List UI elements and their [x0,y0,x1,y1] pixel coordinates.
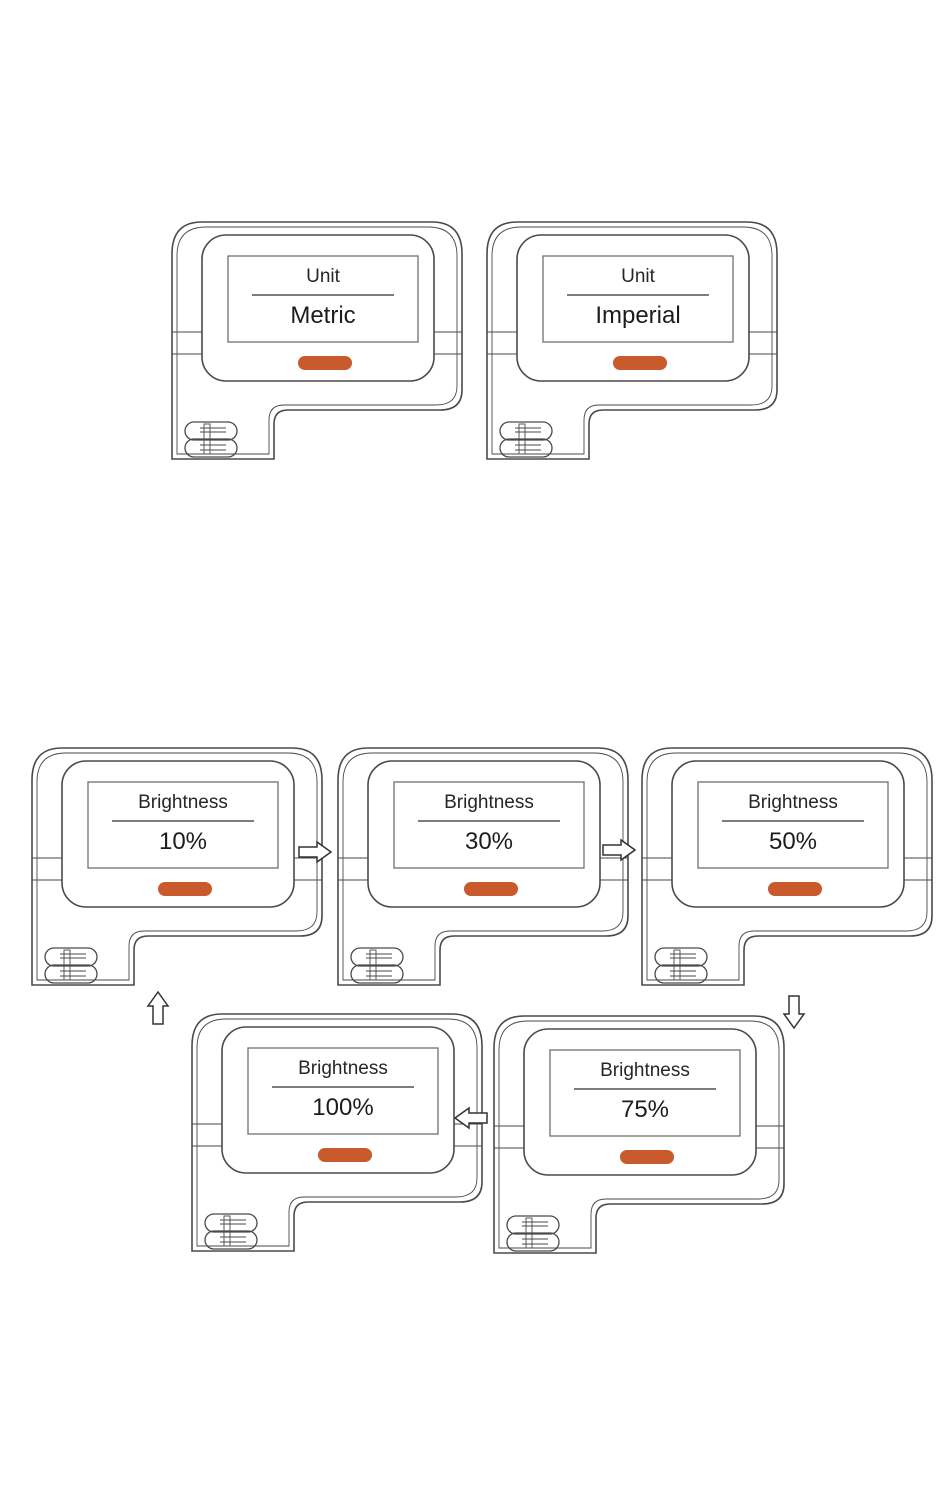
brand-button [318,1148,372,1162]
brightness-display-0: Brightness 10% [30,744,326,989]
title-divider [722,820,864,822]
setting-title: Brightness [698,792,888,814]
title-divider [418,820,560,822]
brightness-display-3: Brightness 75% [492,1012,788,1257]
setting-value: Metric [228,302,418,330]
brand-button [768,882,822,896]
right-arrow-icon [297,840,333,864]
display-screen: Brightness 100% [248,1048,438,1134]
display-screen: Brightness 75% [550,1050,740,1136]
setting-title: Brightness [550,1060,740,1082]
title-divider [272,1086,414,1088]
setting-value: Imperial [543,302,733,330]
brightness-display-4: Brightness 100% [190,1010,486,1255]
setting-title: Unit [543,266,733,288]
display-screen: Brightness 50% [698,782,888,868]
brightness-display-2: Brightness 50% [640,744,936,989]
title-divider [574,1088,716,1090]
brand-button [298,356,352,370]
display-screen: Unit Metric [228,256,418,342]
title-divider [112,820,254,822]
brand-button [158,882,212,896]
title-divider [252,294,394,296]
unit-display-0: Unit Metric [170,218,466,463]
setting-title: Unit [228,266,418,288]
setting-title: Brightness [248,1058,438,1080]
brand-button [464,882,518,896]
display-screen: Brightness 30% [394,782,584,868]
setting-value: 100% [248,1094,438,1122]
setting-value: 30% [394,828,584,856]
setting-value: 50% [698,828,888,856]
brand-button [620,1150,674,1164]
setting-value: 75% [550,1096,740,1124]
up-arrow-icon [140,996,176,1020]
setting-value: 10% [88,828,278,856]
display-screen: Unit Imperial [543,256,733,342]
left-arrow-icon [453,1106,489,1130]
setting-title: Brightness [394,792,584,814]
brightness-display-1: Brightness 30% [336,744,632,989]
setting-title: Brightness [88,792,278,814]
title-divider [567,294,709,296]
unit-display-1: Unit Imperial [485,218,781,463]
display-screen: Brightness 10% [88,782,278,868]
right-arrow-icon [601,838,637,862]
down-arrow-icon [776,1000,812,1024]
brand-button [613,356,667,370]
